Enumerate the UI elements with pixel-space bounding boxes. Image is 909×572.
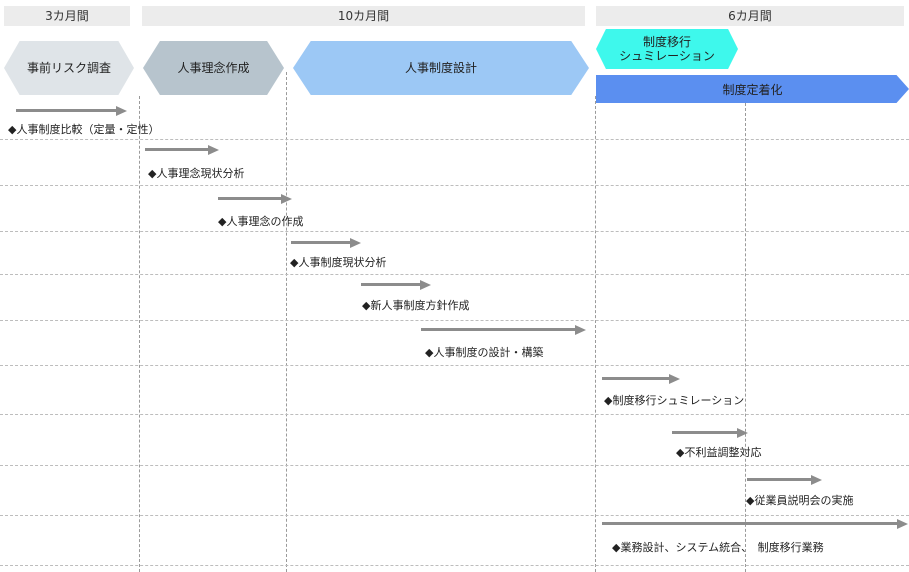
row-divider [0, 274, 909, 275]
task-label-7: ◆制度移行シュミレーション [604, 394, 745, 407]
row-divider [0, 185, 909, 186]
arrow-task-9 [747, 475, 822, 485]
period-header-2: 10カ月間 [142, 6, 585, 26]
task-label-4: ◆人事制度現状分析 [290, 256, 387, 269]
task-label-10: ◆業務設計、システム統合、 制度移行業務 [612, 541, 824, 554]
phase-hr-philosophy: 人事理念作成 [143, 41, 284, 95]
arrow-task-10 [602, 519, 908, 529]
separator-4 [745, 103, 746, 572]
separator-3 [595, 96, 596, 572]
task-label-3: ◆人事理念の作成 [218, 215, 304, 228]
row-divider [0, 565, 909, 566]
row-divider [0, 231, 909, 232]
row-divider [0, 365, 909, 366]
arrow-task-3 [218, 194, 292, 204]
row-divider [0, 515, 909, 516]
phase-migration-simulation: 制度移行 シュミレーション [596, 29, 738, 69]
arrow-task-4 [291, 238, 361, 248]
arrow-task-8 [672, 428, 748, 438]
phase-hr-system-design: 人事制度設計 [293, 41, 589, 95]
separator-1 [139, 96, 140, 572]
arrow-task-6 [421, 325, 586, 335]
row-divider [0, 139, 909, 140]
arrow-task-5 [361, 280, 431, 290]
phase-pre-risk-survey: 事前リスク調査 [4, 41, 134, 95]
arrow-task-1 [16, 106, 127, 116]
row-divider [0, 465, 909, 466]
separator-2 [286, 72, 287, 572]
task-label-5: ◆新人事制度方針作成 [362, 299, 470, 312]
task-label-2: ◆人事理念現状分析 [148, 167, 245, 180]
phase-system-establishment: 制度定着化 [596, 75, 909, 103]
task-label-6: ◆人事制度の設計・構築 [425, 346, 544, 359]
row-divider [0, 414, 909, 415]
row-divider [0, 320, 909, 321]
arrow-task-7 [602, 374, 680, 384]
task-label-8: ◆不利益調整対応 [676, 446, 762, 459]
period-header-3: 6カ月間 [596, 6, 904, 26]
arrow-task-2 [145, 145, 219, 155]
task-label-9: ◆従業員説明会の実施 [746, 494, 854, 507]
period-header-1: 3カ月間 [4, 6, 130, 26]
task-label-1: ◆人事制度比較（定量・定性） [8, 123, 160, 136]
